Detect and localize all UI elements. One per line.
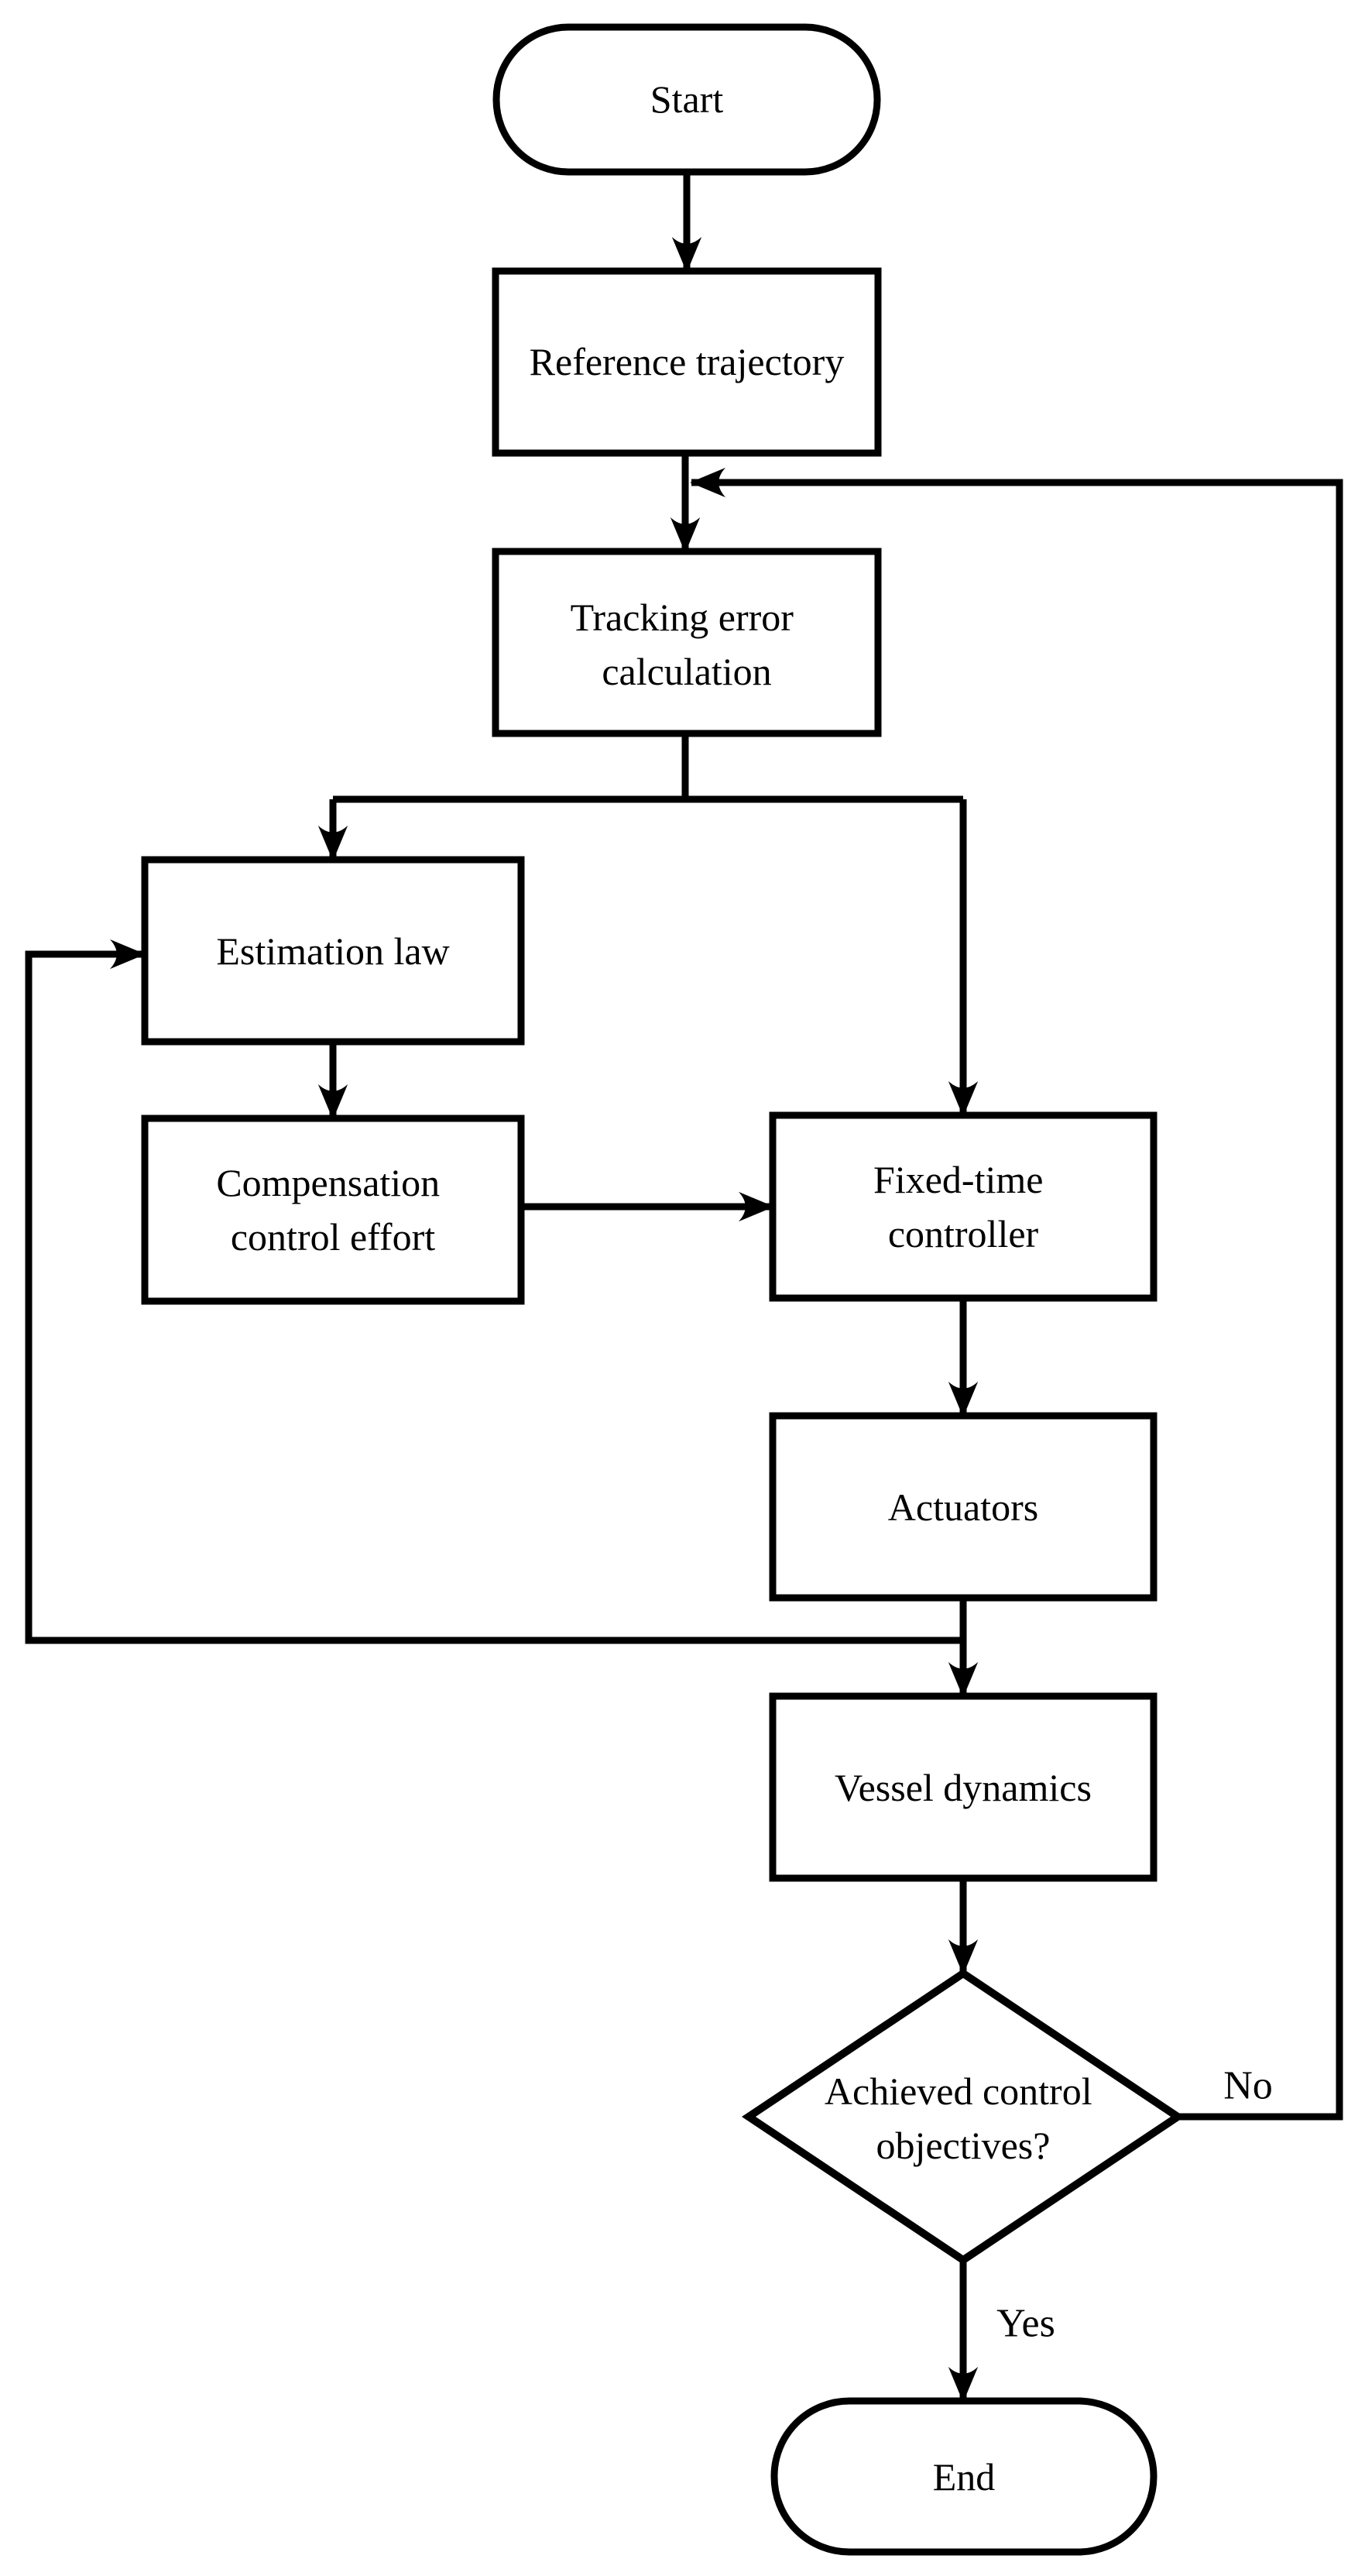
end-label: End xyxy=(933,2455,996,2499)
actuators-box xyxy=(769,1412,1158,1602)
decision-label: Achieved control objectives? xyxy=(825,2056,1102,2167)
start-label: Start xyxy=(650,77,724,121)
compensation-control-box xyxy=(141,1115,525,1305)
reference-trajectory-box xyxy=(492,267,882,457)
tracking-error-label-line1: Tracking error xyxy=(571,596,794,639)
tracking-error-label-line2: calculation xyxy=(602,650,771,693)
compensation-control-label-line1: Compensation xyxy=(216,1161,440,1204)
actuators-label: Actuators xyxy=(888,1485,1038,1529)
fixed-time-controller-box xyxy=(769,1111,1158,1302)
compensation-control-label: Compensation control effort xyxy=(216,1148,449,1259)
vessel-dynamics-label: Vessel dynamics xyxy=(835,1766,1092,1809)
edge-tracking-split-bar xyxy=(333,733,963,803)
edge-state-feedback-to-estimation xyxy=(25,939,963,1644)
no-branch-label: No xyxy=(1223,2064,1273,2108)
decision-label-line1: Achieved control xyxy=(825,2069,1092,2113)
reference-trajectory-label: Reference trajectory xyxy=(530,340,845,383)
compensation-control-label-line2: control effort xyxy=(231,1215,435,1259)
tracking-error-box xyxy=(492,548,882,737)
fixed-time-controller-label-line2: controller xyxy=(888,1212,1039,1255)
edge-no-feedback-loop xyxy=(690,467,1343,2121)
fixed-time-controller-label: Fixed-time controller xyxy=(873,1145,1053,1255)
fixed-time-controller-label-line1: Fixed-time xyxy=(873,1158,1043,1201)
tracking-error-label: Tracking error calculation xyxy=(571,582,804,693)
decision-diamond xyxy=(741,1968,1185,2265)
decision-label-line2: objectives? xyxy=(876,2124,1051,2167)
estimation-law-label: Estimation law xyxy=(216,929,449,973)
yes-branch-label: Yes xyxy=(996,2302,1055,2346)
